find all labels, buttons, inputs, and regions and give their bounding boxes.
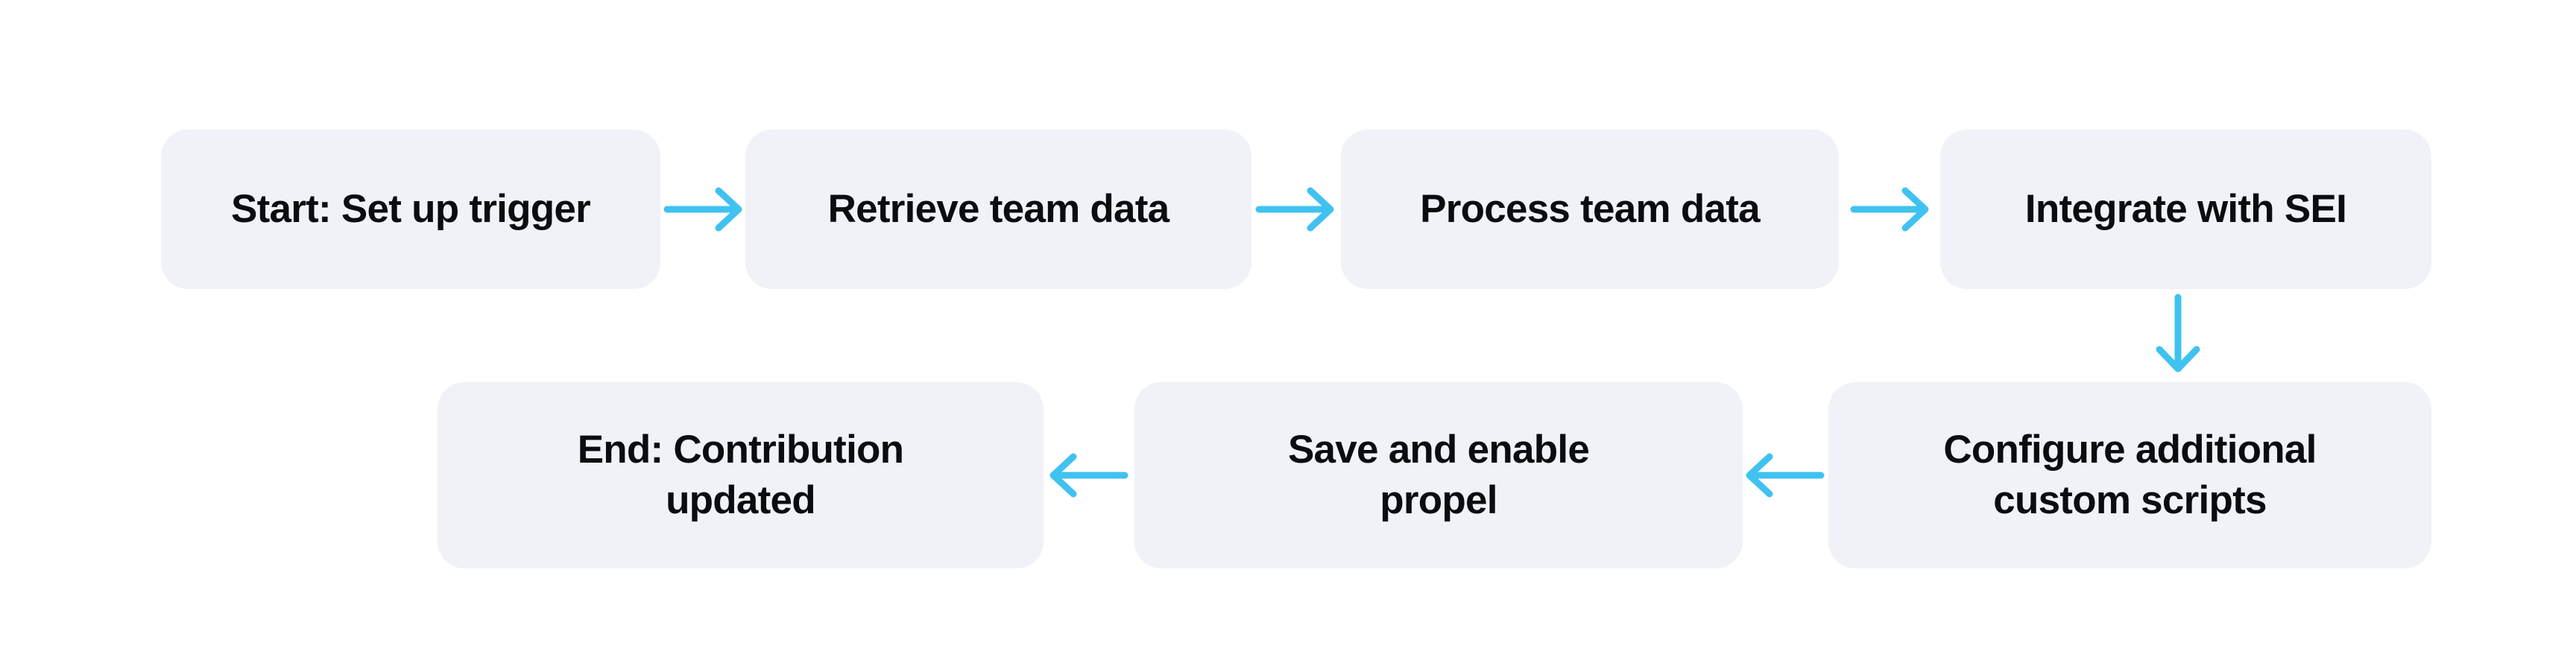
- arrow-right-start-to-retrieve-icon: [663, 183, 742, 236]
- flow-node-configure-custom-scripts: Configure additional custom scripts: [1828, 382, 2431, 568]
- flow-node-integrate-with-sei-label: Integrate with SEI: [2024, 187, 2347, 231]
- flow-node-configure-custom-scripts-label: Configure additional custom scripts: [1943, 428, 2317, 522]
- flow-node-retrieve-team-data-label: Retrieve team data: [827, 187, 1170, 231]
- arrow-left-save-to-end-icon: [1049, 448, 1128, 502]
- arrow-right-retrieve-to-process-icon: [1255, 183, 1334, 236]
- flow-node-start: Start: Set up trigger: [161, 130, 660, 289]
- flow-node-start-label: Start: Set up trigger: [231, 187, 591, 231]
- flow-node-save-and-enable-propel-label: Save and enable propel: [1287, 428, 1590, 522]
- arrow-right-process-to-integrate-icon: [1850, 183, 1929, 236]
- arrow-down-integrate-to-configure-icon: [2151, 294, 2205, 377]
- flow-node-retrieve-team-data: Retrieve team data: [745, 130, 1251, 289]
- flow-node-save-and-enable-propel: Save and enable propel: [1134, 382, 1743, 568]
- arrow-left-configure-to-save-icon: [1746, 448, 1825, 502]
- flow-node-end-label: End: Contribution updated: [577, 428, 904, 522]
- flow-node-process-team-data: Process team data: [1341, 130, 1839, 289]
- flow-node-end: End: Contribution updated: [438, 382, 1044, 568]
- flow-node-process-team-data-label: Process team data: [1420, 187, 1760, 231]
- flow-node-integrate-with-sei: Integrate with SEI: [1940, 130, 2431, 289]
